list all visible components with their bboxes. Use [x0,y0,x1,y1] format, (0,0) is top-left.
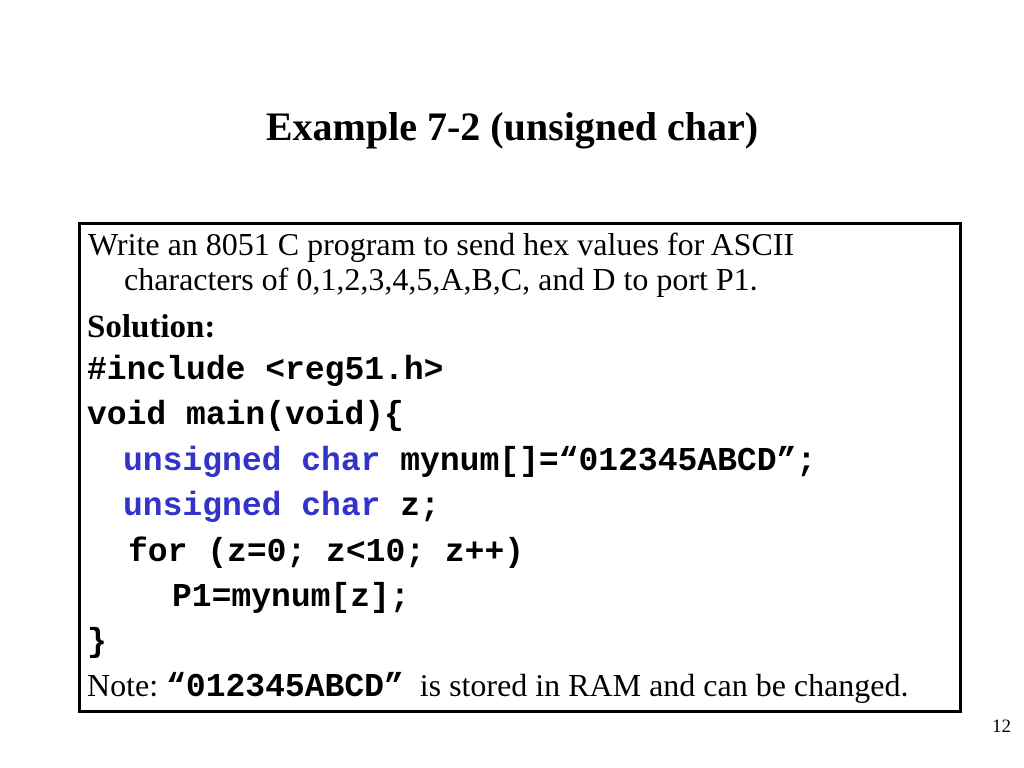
note-prefix: Note: [87,667,167,703]
code-line-main: void main(void){ [87,397,404,434]
keyword-unsigned-char: unsigned char [123,443,381,480]
code-line-loop-body: P1=mynum[z]; [172,579,410,616]
content-box: Write an 8051 C program to send hex valu… [78,222,962,713]
code-line-closing-brace: } [87,624,107,661]
solution-label: Solution: [87,309,216,345]
code-line-include: #include <reg51.h> [87,352,444,389]
slide-title: Example 7-2 (unsigned char) [265,104,759,149]
code-line-for: for (z=0; z<10; z++) [128,534,525,571]
question-line-2: characters of 0,1,2,3,4,5,A,B,C, and D t… [124,261,758,297]
note-suffix: is stored in RAM and can be changed. [403,667,909,703]
page-number: 12 [992,716,1011,737]
code-decl-z-rest: z; [380,488,440,525]
code-line-decl-z: unsigned char z; [123,488,440,525]
question-line-1: Write an 8051 C program to send hex valu… [88,226,795,262]
code-decl-mynum-rest: mynum[]=“012345ABCD”; [380,443,817,480]
note-code-literal: “012345ABCD” [166,669,404,706]
code-line-decl-mynum: unsigned char mynum[]=“012345ABCD”; [123,443,817,480]
keyword-unsigned-char: unsigned char [123,488,381,525]
note-line: Note: “012345ABCD” is stored in RAM and … [87,667,909,706]
